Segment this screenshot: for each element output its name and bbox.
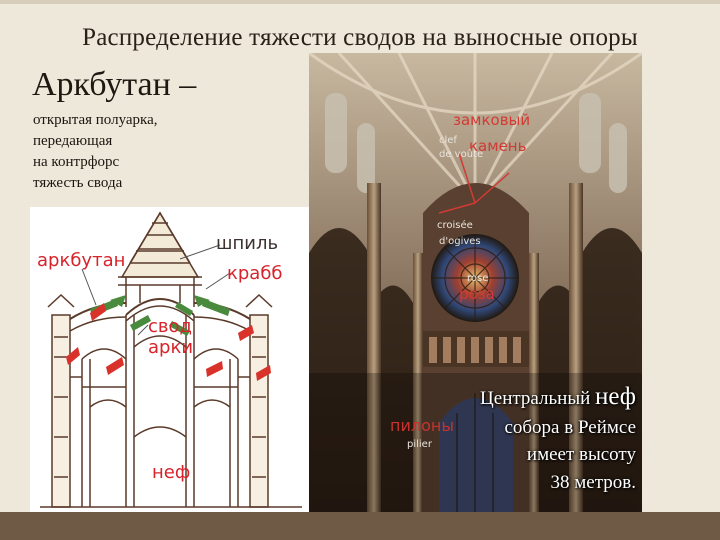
caption-line-4: 38 метров. [550, 472, 636, 493]
label-dogives: d'ogives [439, 236, 481, 247]
definition-line: передающая [33, 133, 113, 149]
label-croisee: croisée [437, 220, 473, 231]
label-rose: rose [467, 273, 489, 284]
caption-line-3: имеет высоту [526, 444, 636, 465]
label-nef: неф [152, 462, 191, 483]
label-arkbutan: аркбутан [37, 250, 126, 271]
caption-line-2: собора в Реймсе [504, 417, 636, 438]
definition-line: открытая полуарка, [33, 112, 158, 128]
label-clef: clef [439, 135, 457, 146]
definition-line: на контрфорс [33, 154, 120, 170]
definition-line: тяжесть свода [33, 175, 123, 191]
caption-line-1: Центральный неф [480, 384, 636, 412]
slide-title: Распределение тяжести сводов на выносные… [82, 24, 638, 51]
label-svod: свод [148, 316, 192, 337]
cathedral-photo: замковый камень clef de voûte croisée d'… [309, 53, 642, 521]
bottom-band [0, 512, 720, 540]
label-de-voute: de voûte [439, 149, 484, 160]
label-kamen: камень [469, 137, 527, 155]
caption-prefix: Центральный [480, 388, 596, 409]
label-pilony: пилоны [390, 416, 454, 435]
heading: Аркбутан – [32, 66, 197, 103]
label-arki: арки [148, 337, 194, 358]
label-krabb: крабб [227, 263, 283, 284]
label-pilier: pilier [407, 439, 432, 450]
cross-section-diagram: аркбутан шпиль крабб свод арки неф [30, 207, 312, 512]
cathedral-drawing [309, 53, 642, 521]
diagram-drawing [40, 211, 302, 508]
caption-nef: неф [595, 383, 636, 410]
top-rule [0, 0, 720, 4]
definition-text: открытая полуарка, передающая на контрфо… [33, 110, 283, 194]
label-roza: роза [459, 285, 495, 303]
label-shpil: шпиль [216, 233, 279, 254]
label-zamkovy: замковый [453, 111, 531, 129]
